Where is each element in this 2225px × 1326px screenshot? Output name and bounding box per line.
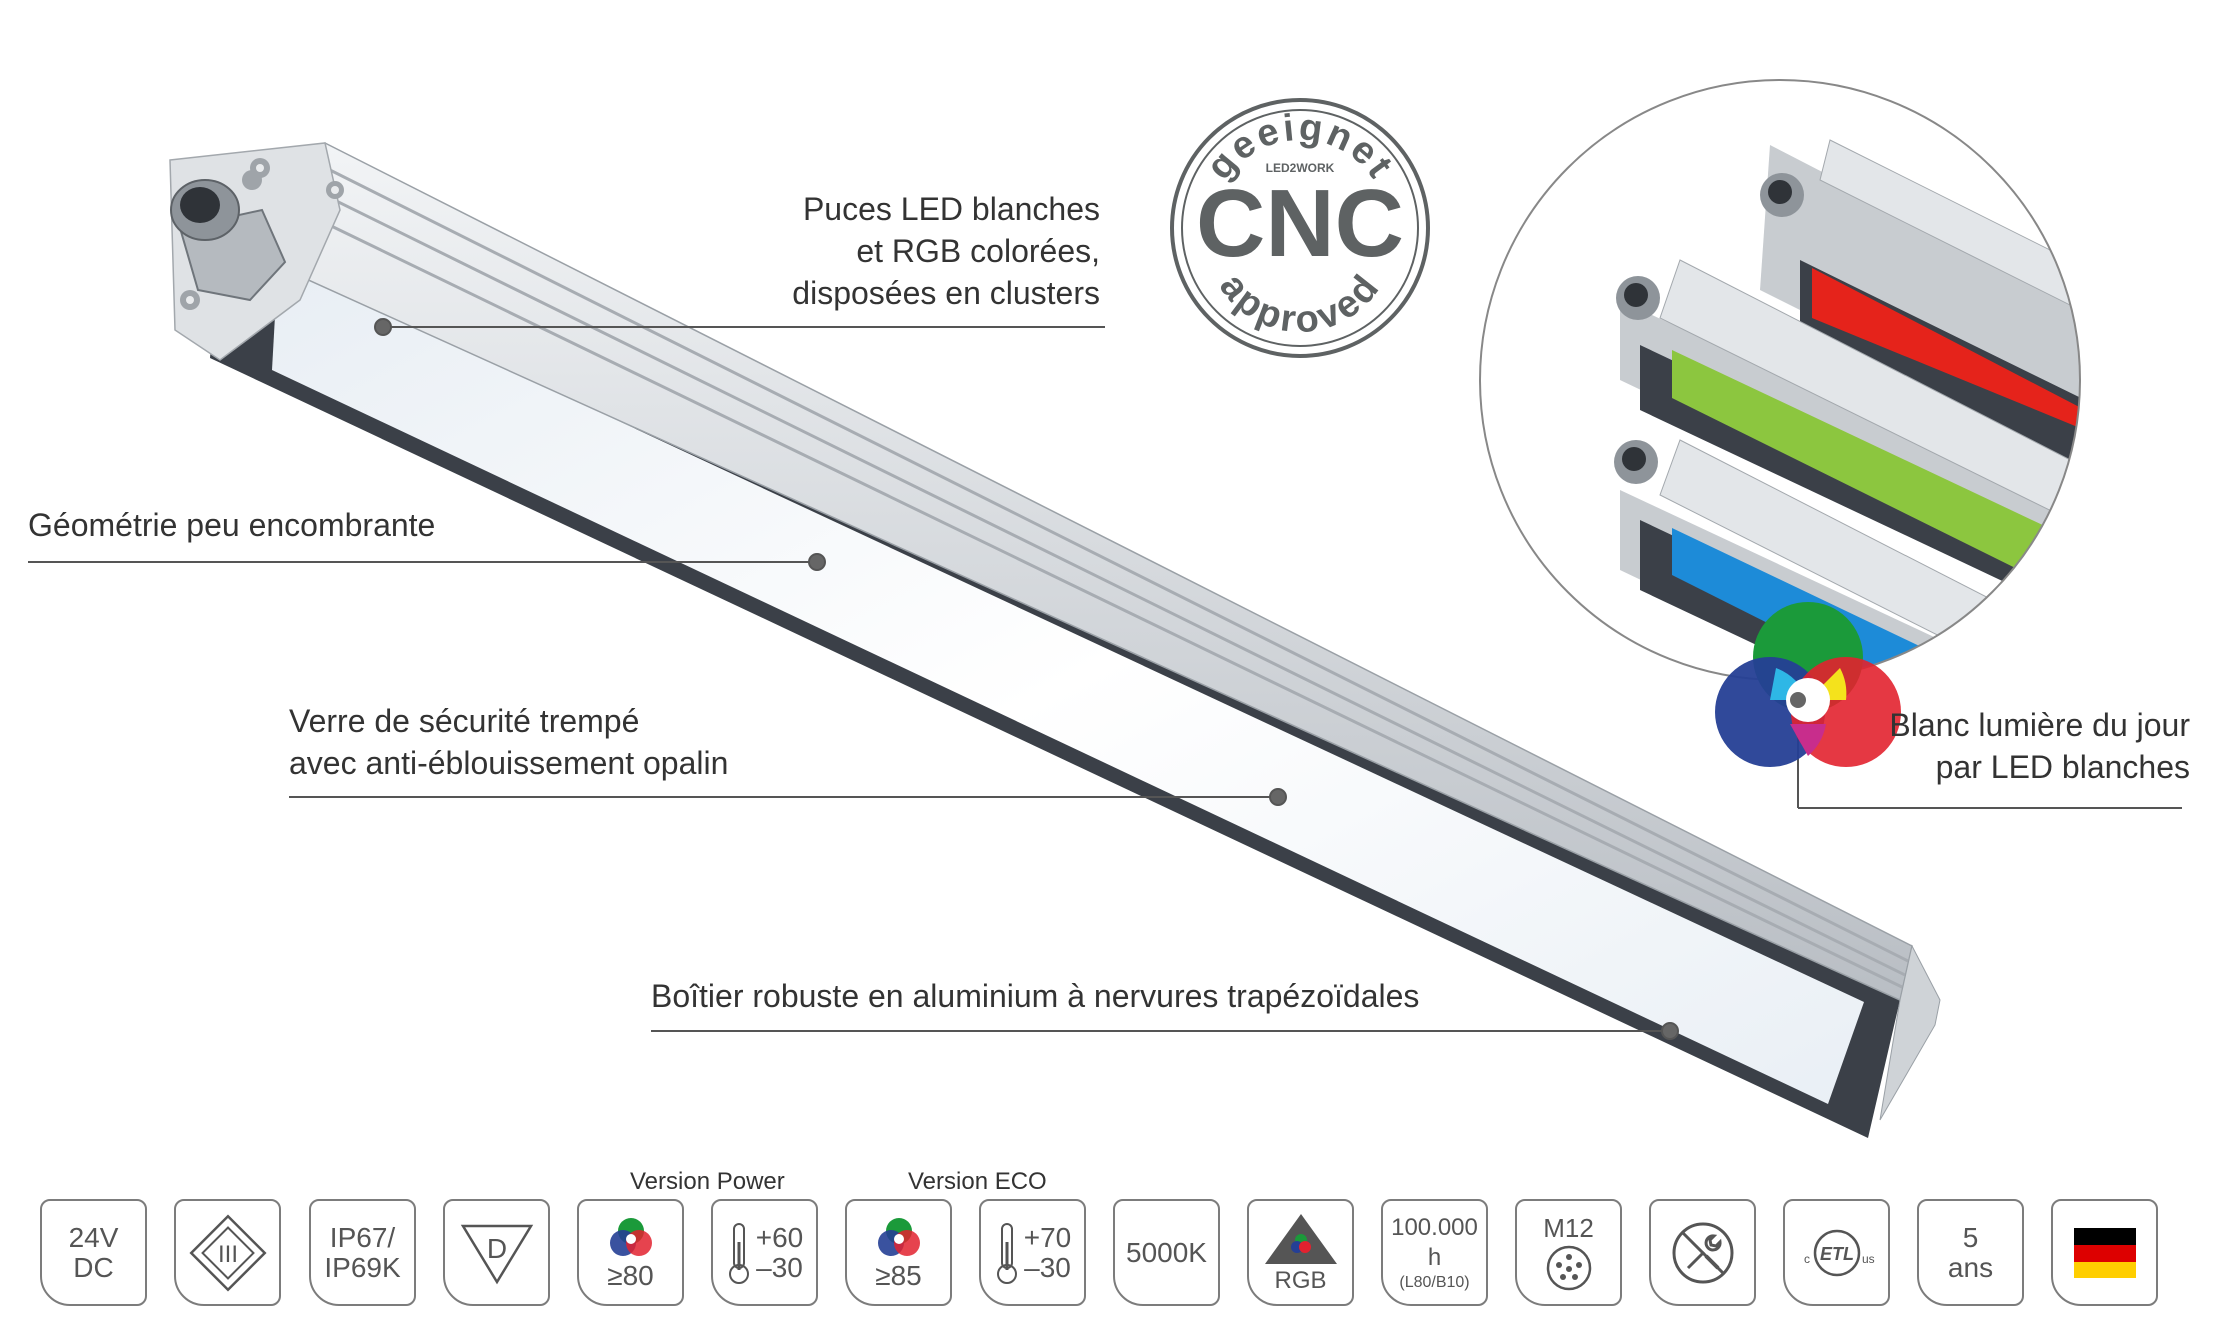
badge-etl-listed: ETL c us: [1783, 1199, 1890, 1306]
badge-voltage-line1: 24V: [68, 1221, 119, 1253]
badge-ip-line2: IP69K: [324, 1251, 401, 1283]
version-power-label: Version Power: [630, 1168, 785, 1195]
badge-temp-power: +60 –30: [711, 1199, 818, 1306]
inset-red-bar: [1812, 268, 2080, 430]
protection-class-iii-icon: III: [188, 1213, 267, 1292]
callout-led-line2: et RGB colorées,: [856, 233, 1100, 269]
badge-lifetime-hours: 100.000 h: [1391, 1213, 1478, 1271]
thermometer-icon: [728, 1222, 749, 1284]
bar-glass: [272, 262, 1864, 1104]
badge-voltage: 24V DC: [40, 1199, 147, 1306]
d-mark-triangle-icon: D: [460, 1224, 533, 1284]
badge-temp-power-min: –30: [756, 1251, 803, 1283]
etl-listed-icon: ETL c us: [1804, 1229, 1875, 1276]
led-bar: [169, 142, 1941, 1138]
badge-protection-class: III: [174, 1199, 281, 1306]
badge-temp-power-max: +60: [755, 1221, 804, 1253]
badge-maintenance-free: [1649, 1199, 1756, 1306]
callout-white-line2: par LED blanches: [1935, 749, 2190, 785]
badge-connector-label: M12: [1543, 1212, 1594, 1243]
badge-cct-value: 5000K: [1126, 1236, 1207, 1268]
rgb-triangle-icon: [1264, 1213, 1337, 1264]
german-flag-icon: [2073, 1227, 2136, 1278]
svg-text:ETL: ETL: [1820, 1244, 1854, 1264]
badge-cct: 5000K: [1113, 1199, 1220, 1306]
callout-geometry: Géométrie peu encombrante: [28, 507, 436, 543]
callout-glass-line1: Verre de sécurité trempé: [289, 703, 640, 739]
callout-glass: Verre de sécurité trempé avec anti-éblou…: [289, 700, 728, 784]
no-tools-icon: [1672, 1222, 1733, 1283]
badge-ip-rating: IP67/ IP69K: [309, 1199, 416, 1306]
badge-cri-eco-value: ≥85: [875, 1259, 922, 1291]
svg-text:III: III: [217, 1241, 237, 1268]
badge-ip-line1: IP67/: [329, 1221, 396, 1253]
inset-blue-bar: [1672, 528, 2080, 680]
badge-warranty-unit: ans: [1947, 1251, 1994, 1283]
svg-text:c: c: [1804, 1252, 1810, 1266]
cnc-approved-seal: geeignet approved LED2WORK CNC: [1170, 98, 1430, 358]
seal-brand: LED2WORK: [1266, 161, 1335, 175]
badge-d-mark: D: [443, 1199, 550, 1306]
badge-temp-eco: +70 –30: [979, 1199, 1086, 1306]
badge-lifetime-rating: (L80/B10): [1399, 1273, 1470, 1291]
badge-warranty: 5 ans: [1917, 1199, 2024, 1306]
badge-warranty-years: 5: [1962, 1221, 1979, 1253]
callout-housing: Boîtier robuste en aluminium à nervures …: [651, 978, 1420, 1014]
badge-connector: M12: [1515, 1199, 1622, 1306]
badge-temp-eco-max: +70: [1023, 1221, 1072, 1253]
bar-connector: [170, 179, 287, 302]
badge-temp-eco-min: –30: [1024, 1251, 1071, 1283]
badge-cri-power-value: ≥80: [607, 1259, 654, 1291]
m12-connector-icon: [1546, 1245, 1591, 1290]
badge-cri-power: ≥80: [577, 1199, 684, 1306]
badge-rgb: RGB: [1247, 1199, 1354, 1306]
badge-lifetime: 100.000 h (L80/B10): [1381, 1199, 1488, 1306]
badge-made-in-germany: [2051, 1199, 2158, 1306]
seal-main: CNC: [1196, 170, 1404, 277]
inset-green-bar: [1672, 350, 2080, 600]
thermometer-icon: [996, 1222, 1017, 1284]
callout-led-line3: disposées en clusters: [792, 275, 1100, 311]
rgb-color-wheel-icon: [1715, 602, 1901, 767]
callout-glass-line2: avec anti-éblouissement opalin: [289, 745, 729, 781]
callout-white-light: Blanc lumière du jour par LED blanches: [1860, 704, 2190, 788]
callout-white-line1: Blanc lumière du jour: [1889, 707, 2190, 743]
cri-color-wheel-icon: [877, 1217, 920, 1256]
badge-voltage-line2: DC: [73, 1251, 114, 1283]
svg-text:D: D: [486, 1233, 506, 1264]
badge-cri-eco: ≥85: [845, 1199, 952, 1306]
callout-led-line1: Puces LED blanches: [802, 191, 1100, 227]
callout-led-chips: Puces LED blanches et RGB colorées, disp…: [770, 188, 1100, 314]
badge-rgb-label: RGB: [1274, 1266, 1327, 1294]
cri-color-wheel-icon: [609, 1217, 652, 1256]
version-eco-label: Version ECO: [908, 1168, 1047, 1195]
svg-text:us: us: [1862, 1252, 1875, 1266]
